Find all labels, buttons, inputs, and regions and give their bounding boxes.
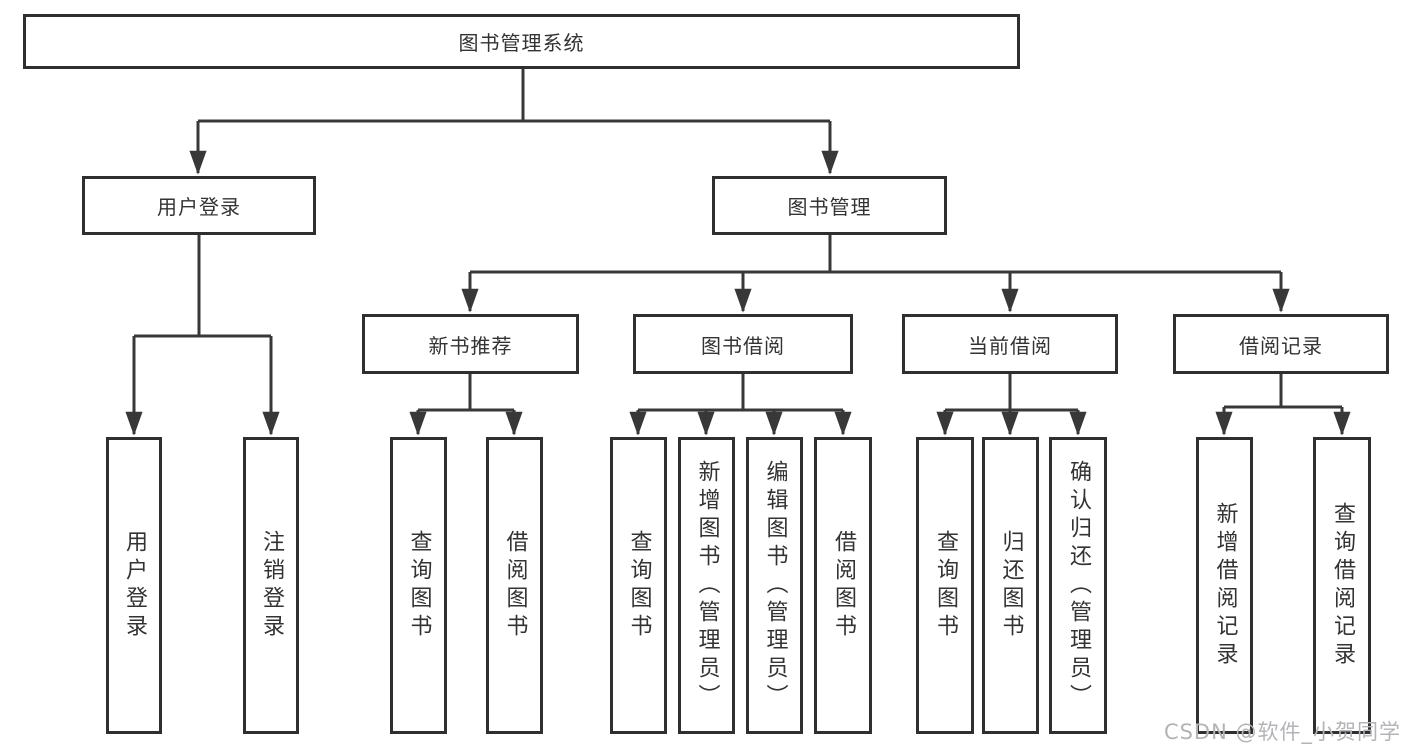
leaf-edit-books-admin: 编辑图书（管理员） — [746, 437, 803, 734]
csdn-watermark: CSDN @软件_小贺同学 — [1163, 720, 1401, 744]
leaf-borrow-query-books: 查询图书 — [610, 437, 667, 734]
leaf-confirm-return-admin: 确认归还（管理员） — [1049, 437, 1107, 734]
leaf-logout: 注销登录 — [243, 437, 299, 734]
node-current-borrow: 当前借阅 — [902, 314, 1118, 374]
leaf-add-books-admin: 新增图书（管理员） — [678, 437, 735, 734]
leaf-user-login: 用户登录 — [106, 437, 162, 734]
leaf-add-borrow-record: 新增借阅记录 — [1196, 437, 1253, 734]
leaf-query-borrow-record: 查询借阅记录 — [1313, 437, 1371, 734]
leaf-borrow-books: 借阅图书 — [814, 437, 872, 734]
node-root: 图书管理系统 — [23, 14, 1020, 69]
node-book-borrow: 图书借阅 — [633, 314, 853, 374]
leaf-recommend-borrow-books: 借阅图书 — [486, 437, 543, 734]
leaf-recommend-query-books: 查询图书 — [390, 437, 447, 734]
node-new-book-recommend: 新书推荐 — [362, 314, 579, 374]
node-user-login-branch: 用户登录 — [82, 176, 316, 235]
node-book-management: 图书管理 — [712, 176, 947, 235]
node-borrow-records: 借阅记录 — [1173, 314, 1389, 374]
leaf-current-query-books: 查询图书 — [916, 437, 974, 734]
leaf-return-books: 归还图书 — [982, 437, 1039, 734]
